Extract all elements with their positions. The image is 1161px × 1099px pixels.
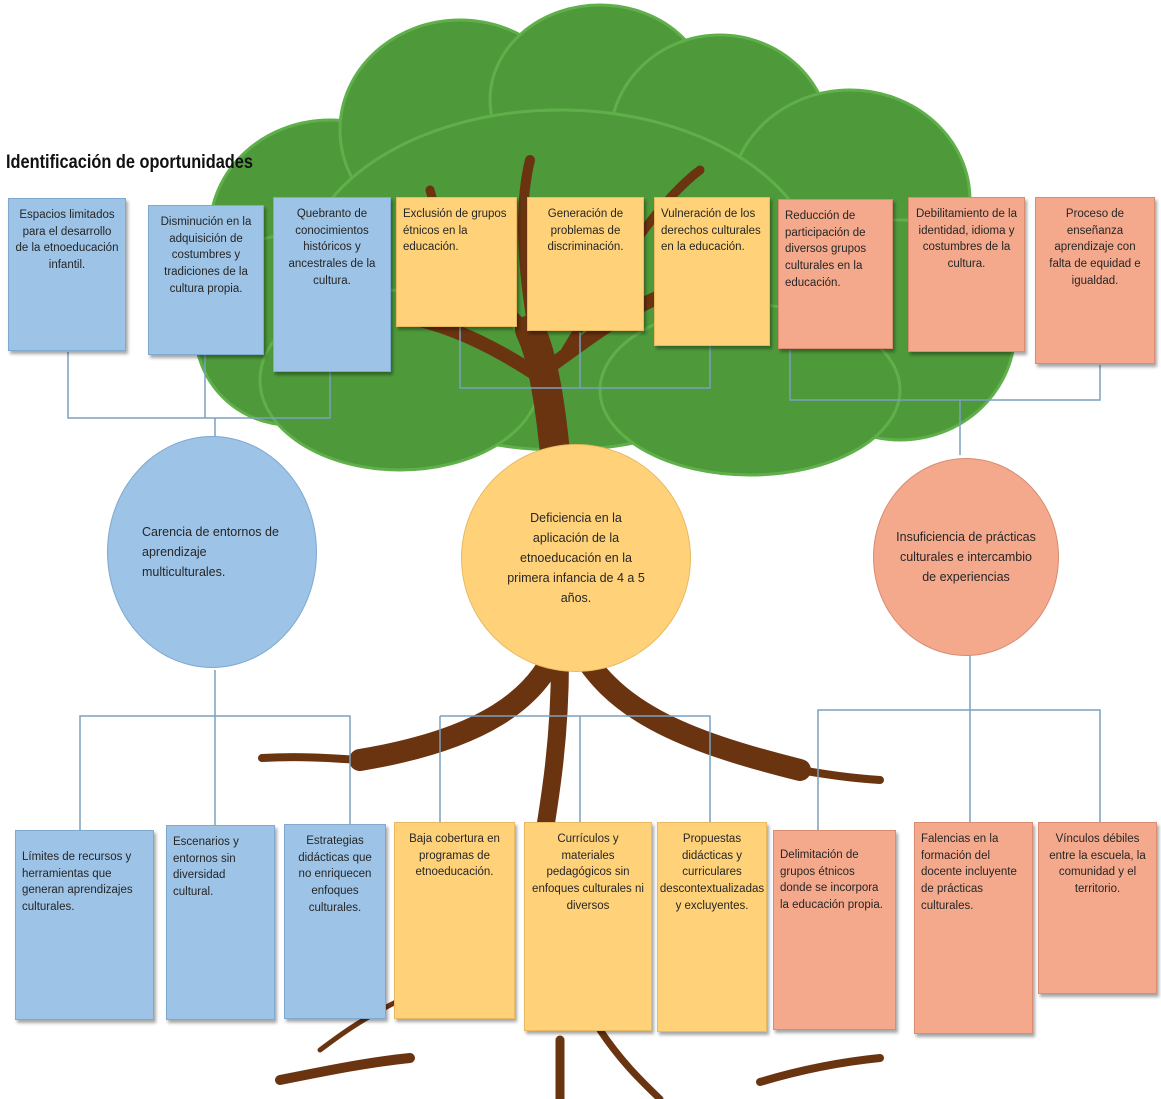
circle-right-text: Insuficiencia de prácticas culturales e … xyxy=(896,530,1036,584)
bottom-box-1: Límites de recursos y herramientas que g… xyxy=(15,830,154,1020)
circle-left-text: Carencia de entornos de aprendizaje mult… xyxy=(142,525,279,579)
top-box-8-text: Debilitamiento de la identidad, idioma y… xyxy=(915,208,1017,271)
bottom-box-6: Propuestas didácticas y curriculares des… xyxy=(657,822,767,1032)
bottom-box-2: Escenarios y entornos sin diversidad cul… xyxy=(166,825,275,1020)
top-box-8: Debilitamiento de la identidad, idioma y… xyxy=(908,197,1025,352)
top-box-6-text: Vulneración de los derechos culturales e… xyxy=(661,208,761,254)
bottom-box-9-text: Vínculos débiles entre la escuela, la co… xyxy=(1049,833,1146,896)
top-box-3: Quebranto de conocimientos históricos y … xyxy=(273,197,391,372)
top-box-4-text: Exclusión de grupos étnicos en la educac… xyxy=(403,208,507,254)
circle-center: Deficiencia en la aplicación de la etnoe… xyxy=(461,444,691,672)
bottom-box-3: Estrategias didácticas que no enriquecen… xyxy=(284,824,386,1019)
bottom-box-4: Baja cobertura en programas de etnoeduca… xyxy=(394,822,515,1019)
top-box-5-text: Generación de problemas de discriminació… xyxy=(547,208,624,254)
top-box-5: Generación de problemas de discriminació… xyxy=(527,197,644,331)
bottom-box-4-text: Baja cobertura en programas de etnoeduca… xyxy=(409,833,500,879)
page-title: Identificación de oportunidades xyxy=(6,152,253,173)
bottom-box-5-text: Currículos y materiales pedagógicos sin … xyxy=(532,833,644,912)
top-box-7-text: Reducción de participación de diversos g… xyxy=(785,210,867,289)
bottom-box-2-text: Escenarios y entornos sin diversidad cul… xyxy=(173,836,239,899)
top-box-2-text: Disminución en la adquisición de costumb… xyxy=(160,216,252,295)
top-box-1-text: Espacios limitados para el desarrollo de… xyxy=(15,209,119,272)
circle-right: Insuficiencia de prácticas culturales e … xyxy=(873,458,1059,656)
top-box-2: Disminución en la adquisición de costumb… xyxy=(148,205,264,355)
top-box-1: Espacios limitados para el desarrollo de… xyxy=(8,198,126,351)
top-box-9-text: Proceso de enseñanza aprendizaje con fal… xyxy=(1049,208,1141,287)
bottom-box-6-text: Propuestas didácticas y curriculares des… xyxy=(659,833,765,912)
bottom-box-1-text: Límites de recursos y herramientas que g… xyxy=(22,851,133,914)
bottom-box-8: Falencias en la formación del docente in… xyxy=(914,822,1033,1034)
top-box-4: Exclusión de grupos étnicos en la educac… xyxy=(396,197,517,327)
bottom-box-9: Vínculos débiles entre la escuela, la co… xyxy=(1038,822,1157,994)
circle-left: Carencia de entornos de aprendizaje mult… xyxy=(107,436,317,668)
top-box-6: Vulneración de los derechos culturales e… xyxy=(654,197,770,346)
bottom-box-7-text: Delimitación de grupos étnicos donde se … xyxy=(780,849,883,912)
connector-lines xyxy=(67,316,1101,830)
top-box-3-text: Quebranto de conocimientos históricos y … xyxy=(288,208,376,287)
circle-center-text: Deficiencia en la aplicación de la etnoe… xyxy=(507,511,645,605)
bottom-box-3-text: Estrategias didácticas que no enriquecen… xyxy=(298,835,372,914)
top-box-9: Proceso de enseñanza aprendizaje con fal… xyxy=(1035,197,1155,364)
bottom-box-8-text: Falencias en la formación del docente in… xyxy=(921,833,1017,912)
bottom-box-5: Currículos y materiales pedagógicos sin … xyxy=(524,822,652,1031)
bottom-box-7: Delimitación de grupos étnicos donde se … xyxy=(773,830,896,1030)
top-box-7: Reducción de participación de diversos g… xyxy=(778,199,893,349)
